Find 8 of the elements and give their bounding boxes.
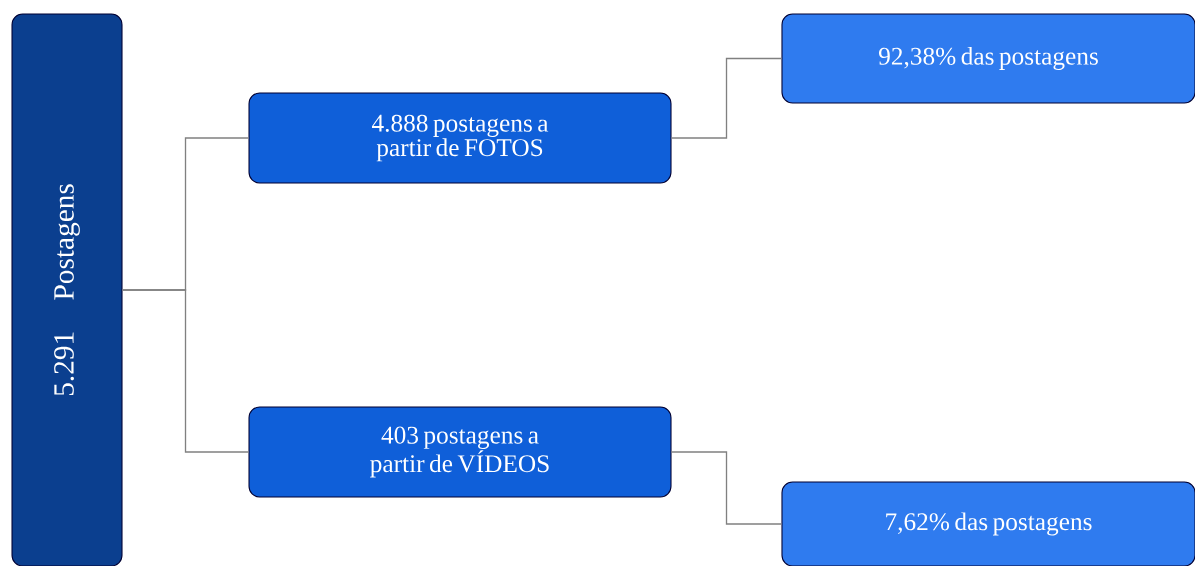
vertical-box: 5.291 Postagens [11,13,123,566]
process-box: 403 postagens a partir de VÍDEOS [248,406,672,498]
connector [670,57,783,139]
result-box: 7,62% das postagens [781,481,1195,566]
result-box: 92,38% das postagens [781,13,1195,104]
connector [121,289,250,453]
connector [670,451,783,525]
process-box: 4.888 postagens a partir de FOTOS [248,92,672,184]
